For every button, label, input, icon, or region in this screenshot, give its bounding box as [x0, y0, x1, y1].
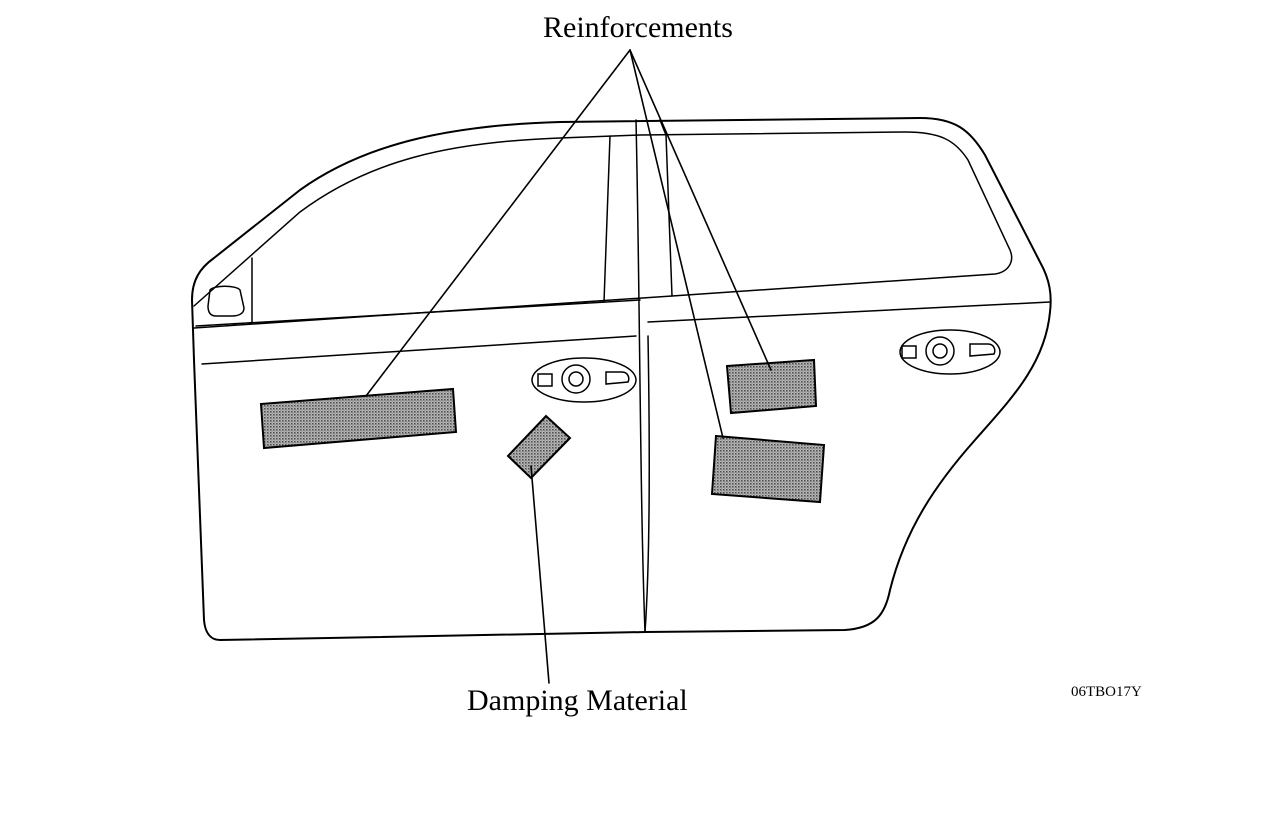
front-door-damping-pad [506, 414, 572, 480]
damping-material-label: Damping Material [467, 684, 688, 717]
rear-door [644, 119, 1051, 633]
front-door [195, 119, 646, 633]
rear-door-lower-reinforcement [710, 434, 826, 504]
rear-door-upper-reinforcement [725, 358, 818, 415]
front-door-reinforcement [259, 387, 458, 450]
figure-id-label: 06TBO17Y [1071, 684, 1142, 700]
rear-door-handle [899, 329, 1001, 375]
side-mirror-mount [207, 285, 245, 317]
car-body-outline [191, 117, 1052, 641]
reinforcement-leader-lines [365, 49, 772, 439]
front-door-handle [531, 357, 637, 403]
damping-material-leader-line [530, 465, 550, 684]
reinforcements-label: Reinforcements [543, 11, 733, 44]
